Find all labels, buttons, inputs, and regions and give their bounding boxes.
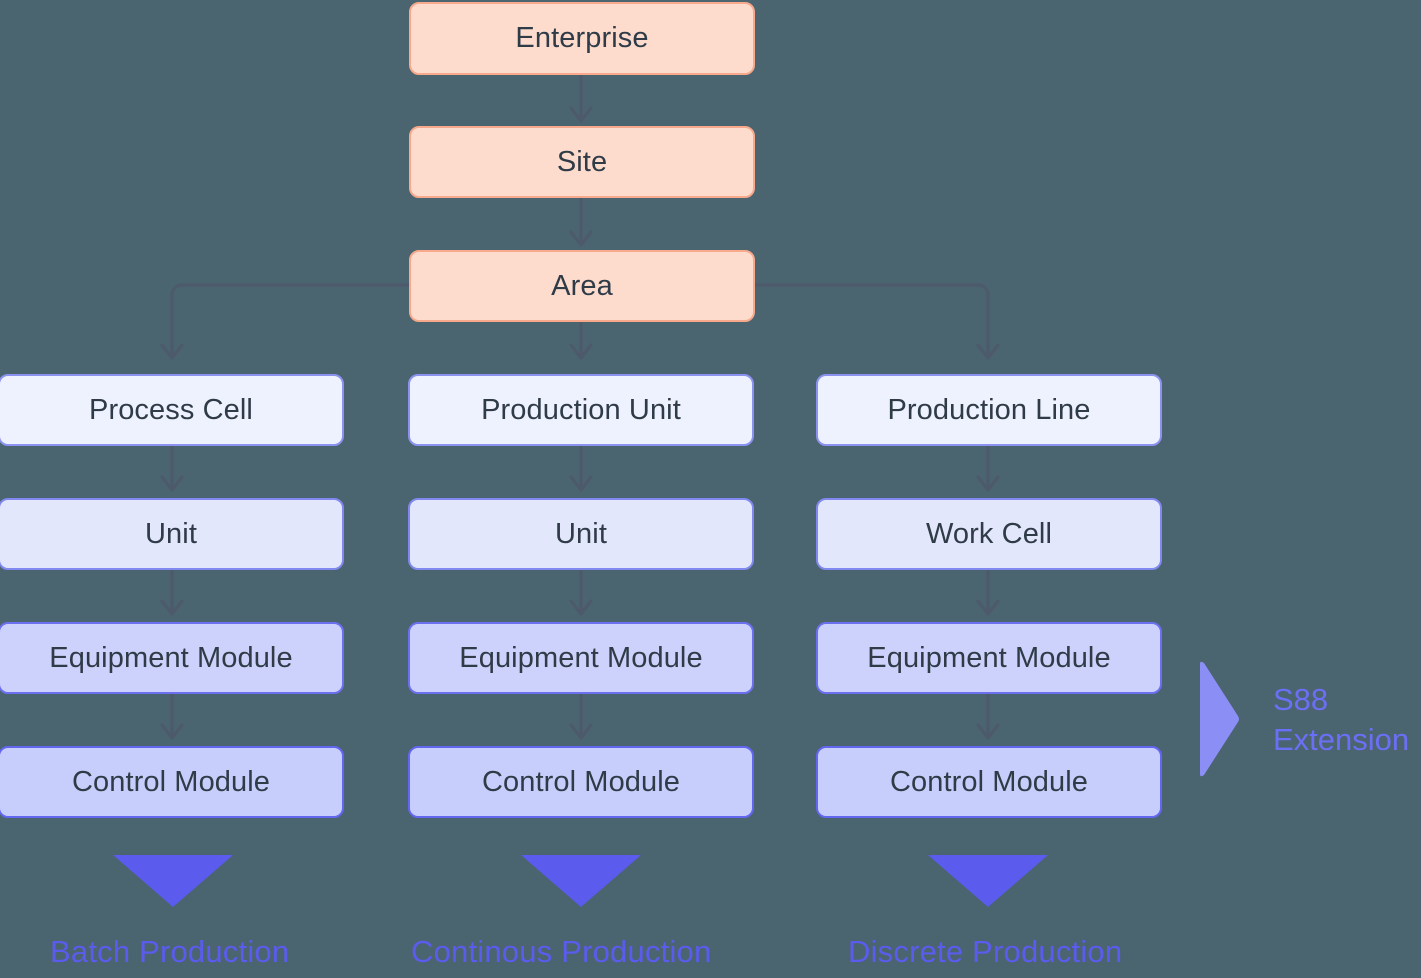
node-work-cell-label: Work Cell <box>925 517 1053 550</box>
edge-area-production-unit <box>569 322 593 360</box>
edge-area-process-cell <box>160 283 409 360</box>
outcome-label-batch: Batch Production <box>50 934 290 969</box>
edge-col2-3 <box>569 694 593 740</box>
node-process-cell-label: Process Cell <box>89 393 253 426</box>
triangle-down-icon-batch <box>113 855 233 907</box>
node-control-module-continuous[interactable]: Control Module <box>408 746 754 818</box>
node-unit-continuous-label: Unit <box>555 517 607 550</box>
s88-extension-arrow-icon <box>1196 658 1240 780</box>
edge-enterprise-site <box>569 75 593 123</box>
node-production-line-label: Production Line <box>887 393 1091 426</box>
s88-extension-label: S88 Extension <box>1273 680 1409 759</box>
edge-col2-1 <box>569 446 593 492</box>
node-process-cell[interactable]: Process Cell <box>0 374 344 446</box>
node-area-label: Area <box>551 269 613 302</box>
node-area[interactable]: Area <box>409 250 755 322</box>
node-equipment-module-continuous-label: Equipment Module <box>459 641 703 674</box>
node-control-module-discrete[interactable]: Control Module <box>816 746 1162 818</box>
outcome-label-continuous: Continous Production <box>411 934 712 969</box>
node-unit-continuous[interactable]: Unit <box>408 498 754 570</box>
edge-area-production-line <box>755 283 1000 360</box>
node-enterprise[interactable]: Enterprise <box>409 2 755 75</box>
edge-col3-1 <box>976 446 1000 492</box>
s88-extension-line1: S88 <box>1273 682 1329 717</box>
s88-extension-line2: Extension <box>1273 721 1410 757</box>
node-site-label: Site <box>556 145 608 178</box>
node-equipment-module-batch[interactable]: Equipment Module <box>0 622 344 694</box>
outcome-label-discrete: Discrete Production <box>848 934 1123 969</box>
node-control-module-batch-label: Control Module <box>71 765 271 798</box>
triangle-down-icon-discrete <box>928 855 1048 907</box>
edge-site-area <box>569 198 593 247</box>
node-work-cell[interactable]: Work Cell <box>816 498 1162 570</box>
node-production-line[interactable]: Production Line <box>816 374 1162 446</box>
node-equipment-module-discrete-label: Equipment Module <box>867 641 1111 674</box>
node-control-module-batch[interactable]: Control Module <box>0 746 344 818</box>
node-equipment-module-discrete[interactable]: Equipment Module <box>816 622 1162 694</box>
edge-col1-1 <box>160 446 184 492</box>
node-production-unit[interactable]: Production Unit <box>408 374 754 446</box>
edge-col2-2 <box>569 570 593 616</box>
triangle-down-icon-continuous <box>521 855 641 907</box>
node-enterprise-label: Enterprise <box>515 22 649 54</box>
node-site[interactable]: Site <box>409 126 755 198</box>
edge-col1-3 <box>160 694 184 740</box>
node-equipment-module-batch-label: Equipment Module <box>49 641 293 674</box>
edge-col3-2 <box>976 570 1000 616</box>
node-production-unit-label: Production Unit <box>481 393 681 426</box>
node-equipment-module-continuous[interactable]: Equipment Module <box>408 622 754 694</box>
node-control-module-continuous-label: Control Module <box>481 765 681 798</box>
node-unit-batch-label: Unit <box>145 517 197 550</box>
node-control-module-discrete-label: Control Module <box>889 765 1089 798</box>
edge-col1-2 <box>160 570 184 616</box>
node-unit-batch[interactable]: Unit <box>0 498 344 570</box>
edge-col3-3 <box>976 694 1000 740</box>
